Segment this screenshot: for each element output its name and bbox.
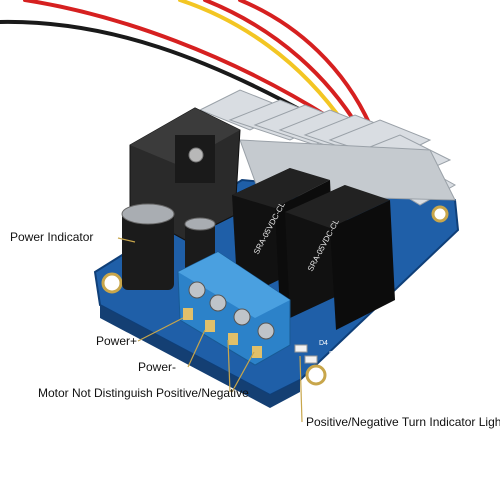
- heatsinks: [198, 89, 457, 206]
- leader-lines: [117, 237, 303, 423]
- mount-hole: [305, 364, 327, 386]
- relay-right: [285, 185, 395, 330]
- wire-red-2: [203, 0, 362, 132]
- label-power-indicator: Power Indicator: [10, 230, 94, 244]
- leader-power-plus: [137, 317, 184, 342]
- leader-turn-indicator: [299, 355, 303, 423]
- svg-text:D3: D3: [329, 351, 338, 358]
- pcb-edge: [100, 305, 300, 408]
- mount-hole: [431, 205, 449, 223]
- label-turn-indicator: Positive/Negative Turn Indicator Light: [306, 415, 500, 429]
- leader-power-minus: [187, 329, 206, 368]
- leader-motor-1: [227, 339, 231, 393]
- wires: [0, 0, 372, 132]
- label-power-plus: Power+: [96, 334, 138, 348]
- wire-yellow: [178, 0, 347, 127]
- mount-hole: [101, 272, 123, 294]
- label-power-minus: Power-: [138, 360, 177, 374]
- capacitor-large: [121, 203, 175, 290]
- wire-red-3: [238, 0, 372, 127]
- svg-text:D4: D4: [319, 340, 328, 347]
- terminal-block: [177, 251, 291, 366]
- label-motor: Motor Not Distinguish Positive/Negative: [38, 386, 249, 400]
- wire-red-1: [23, 0, 332, 120]
- turn-indicator-leds: D4 D3: [294, 340, 338, 364]
- leader-motor-2: [231, 351, 255, 393]
- leader-power-indicator: [117, 237, 136, 243]
- wire-black: [0, 19, 312, 117]
